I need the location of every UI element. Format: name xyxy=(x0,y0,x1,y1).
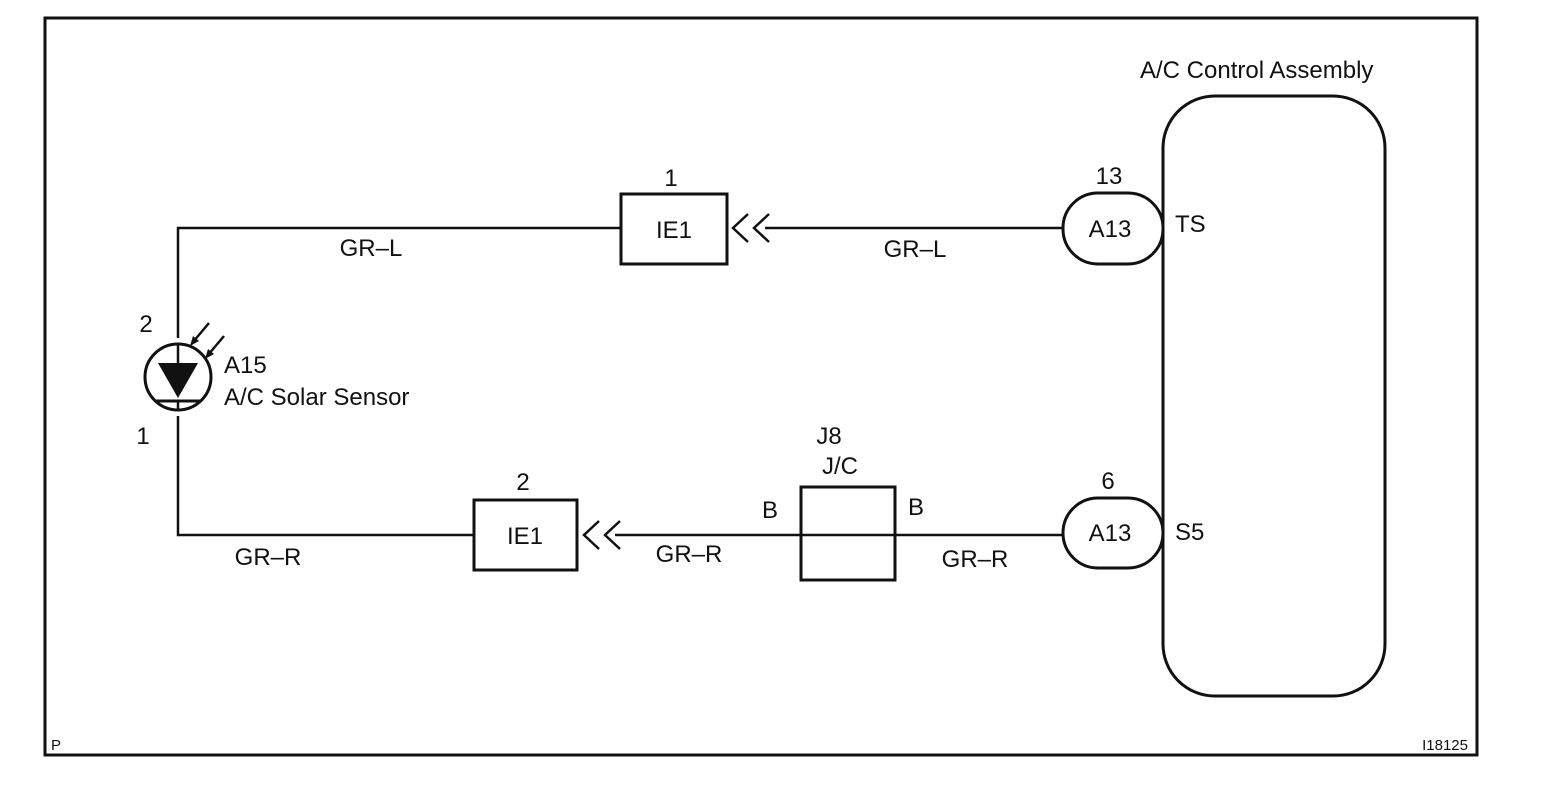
connector-a13-top-pin: 13 xyxy=(1096,163,1123,190)
chevron-icon xyxy=(603,520,621,550)
diagram-frame xyxy=(43,16,1479,757)
chevron-icon xyxy=(731,213,749,243)
pin-s5-label: S5 xyxy=(1175,519,1204,546)
connector-ie1-top-pin: 1 xyxy=(664,165,677,192)
connector-ie1-bottom xyxy=(472,498,579,572)
sensor-pin-bottom: 1 xyxy=(136,423,149,450)
junction-id: J8 xyxy=(816,423,841,450)
connector-a13-bottom-pin: 6 xyxy=(1101,468,1114,495)
chevron-icon xyxy=(582,520,600,550)
junction-pin-right: B xyxy=(908,494,924,521)
wire-label-top-left: GR–L xyxy=(340,235,403,262)
connector-ie1-top-label: IE1 xyxy=(656,217,692,244)
connector-ie1-bottom-label: IE1 xyxy=(507,523,543,550)
sensor-name: A/C Solar Sensor xyxy=(224,384,409,411)
sensor-pin-top: 2 xyxy=(139,311,152,338)
wire-label-bottom-left: GR–R xyxy=(235,544,302,571)
corner-label: P xyxy=(51,737,61,754)
wire-gr-l-left xyxy=(176,226,621,338)
connector-a13-bottom-label: A13 xyxy=(1089,520,1132,547)
wire-label-bottom-right: GR–R xyxy=(942,546,1009,573)
figure-id: I18125 xyxy=(1422,737,1468,754)
connector-a13-top xyxy=(1061,191,1165,266)
ac-control-assembly-box xyxy=(1161,94,1387,698)
sensor-id: A15 xyxy=(224,352,267,379)
wire-label-top-right: GR–L xyxy=(884,236,947,263)
junction-connector-box xyxy=(799,485,897,582)
junction-pin-left: B xyxy=(762,497,778,524)
pin-ts-label: TS xyxy=(1175,211,1206,238)
chevron-icon xyxy=(752,213,770,243)
ac-control-assembly-title: A/C Control Assembly xyxy=(1140,57,1373,84)
wire-label-bottom-middle: GR–R xyxy=(656,541,723,568)
connector-ie1-top xyxy=(619,192,729,266)
solar-sensor-icon xyxy=(143,322,225,412)
connector-a13-bottom xyxy=(1061,496,1165,570)
connector-a13-top-label: A13 xyxy=(1089,216,1132,243)
junction-name: J/C xyxy=(822,453,858,480)
connector-ie1-bottom-pin: 2 xyxy=(516,469,529,496)
wire-gr-r-left xyxy=(176,416,474,537)
